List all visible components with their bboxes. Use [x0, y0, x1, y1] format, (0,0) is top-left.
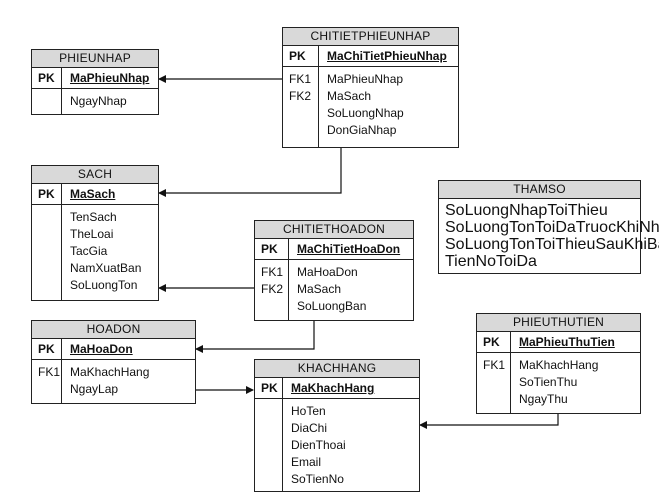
primary-key-field: MaHoaDon	[70, 342, 133, 356]
entity-phieuthutien[interactable]: PHIEUTHUTIEN PK MaPhieuThuTien FK1 MaKha…	[476, 313, 641, 414]
field: TacGia	[70, 244, 108, 258]
field: MaHoaDon	[297, 265, 358, 279]
fk-label: FK2	[289, 89, 312, 103]
field: DienThoai	[291, 438, 346, 452]
fk-label: FK1	[483, 358, 506, 372]
field: MaSach	[297, 282, 342, 296]
field: Email	[291, 455, 322, 469]
entity-khachhang[interactable]: KHACHHANG PK MaKhachHang HoTen DiaChi Di…	[254, 359, 420, 492]
field: HoTen	[291, 404, 326, 418]
field: SoLuongTon	[70, 278, 138, 292]
rel-phieuthutien-khachhang	[419, 412, 559, 429]
field: SoLuongBan	[297, 299, 367, 313]
fk-label: FK1	[38, 365, 61, 379]
pk-label: PK	[32, 68, 62, 88]
pk-label: PK	[477, 332, 511, 352]
field: NgayThu	[519, 392, 568, 406]
field: MaSach	[327, 89, 372, 103]
entity-phieunhap[interactable]: PHIEUNHAP PK MaPhieuNhap NgayNhap	[31, 49, 159, 115]
field: NamXuatBan	[70, 261, 142, 275]
primary-key-field: MaPhieuNhap	[70, 71, 150, 85]
entity-title: SACH	[32, 166, 158, 184]
entity-sach[interactable]: SACH PK MaSach TenSach TheLoai TacGia Na…	[31, 165, 159, 301]
entity-chitietphieunhap[interactable]: CHITIETPHIEUNHAP PK MaChiTietPhieuNhap F…	[282, 27, 459, 148]
pk-label: PK	[255, 378, 283, 398]
field: SoTienNo	[291, 472, 344, 486]
entity-thamso[interactable]: THAMSO SoLuongNhapToiThieu SoLuongTonToi…	[438, 180, 659, 274]
pk-label: PK	[32, 339, 62, 359]
primary-key-field: MaPhieuThuTien	[519, 335, 615, 349]
field: TheLoai	[70, 227, 114, 241]
field: DiaChi	[291, 421, 328, 435]
primary-key-field: MaChiTietPhieuNhap	[327, 49, 447, 63]
rel-chitietphieunhap-sach	[158, 147, 342, 197]
fk-label: FK1	[289, 72, 312, 86]
field: SoLuongNhapToiThieu	[445, 202, 608, 219]
field: SoLuongTonToiThieuSauKhiBan	[445, 236, 659, 253]
primary-key-field: MaChiTietHoaDon	[297, 242, 401, 256]
entity-title: HOADON	[32, 321, 195, 339]
entity-title: PHIEUNHAP	[32, 50, 158, 68]
entity-title: CHITIETPHIEUNHAP	[283, 28, 458, 46]
pk-label: PK	[283, 46, 319, 66]
fk-label: FK2	[261, 282, 284, 296]
field: SoLuongTonToiDaTruocKhiNhap	[445, 219, 659, 236]
field: MaKhachHang	[519, 358, 599, 372]
fk-label: FK1	[261, 265, 284, 279]
entity-title: PHIEUTHUTIEN	[477, 314, 640, 332]
entity-chitiethoadon[interactable]: CHITIETHOADON PK MaChiTietHoaDon FK1 FK2…	[254, 220, 414, 321]
field: MaKhachHang	[70, 365, 150, 379]
field: TenSach	[70, 210, 117, 224]
rel-chitiethoadon-hoadon	[195, 319, 315, 353]
field: NgayNhap	[70, 94, 127, 108]
entity-title: THAMSO	[439, 181, 640, 199]
field: MaPhieuNhap	[327, 72, 404, 86]
field: TienNoToiDa	[445, 253, 537, 270]
field: SoLuongNhap	[327, 106, 404, 120]
pk-label: PK	[32, 184, 62, 204]
primary-key-field: MaKhachHang	[291, 381, 375, 395]
field: NgayLap	[70, 382, 119, 396]
entity-hoadon[interactable]: HOADON PK MaHoaDon FK1 MaKhachHang NgayL…	[31, 320, 196, 404]
primary-key-field: MaSach	[70, 187, 116, 201]
entity-title: KHACHHANG	[255, 360, 419, 378]
entity-title: CHITIETHOADON	[255, 221, 413, 239]
field: SoTienThu	[519, 375, 578, 389]
pk-label: PK	[255, 239, 289, 259]
field: DonGiaNhap	[327, 123, 397, 137]
